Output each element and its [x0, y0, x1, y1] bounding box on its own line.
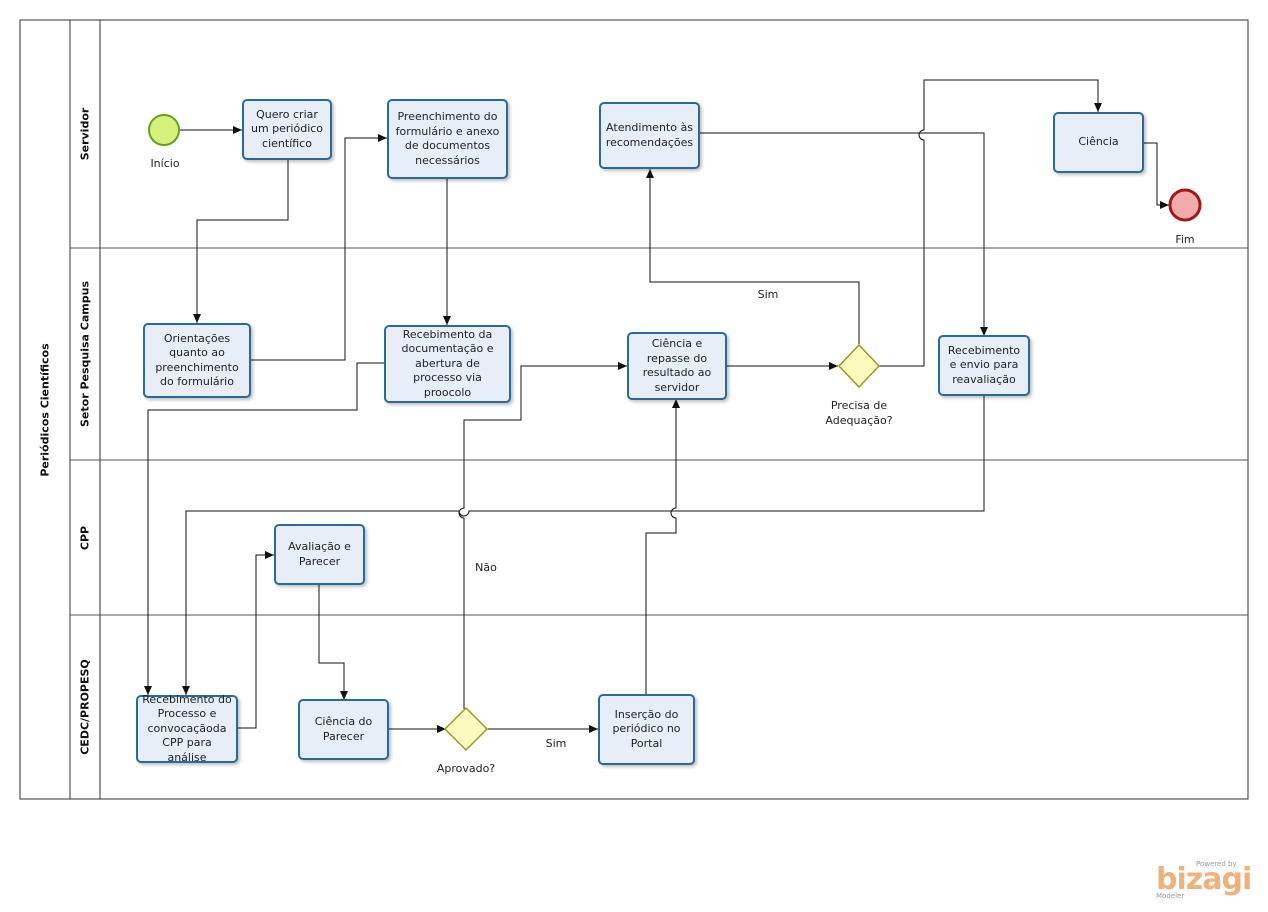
flow-recebimento-to-cedc [144, 362, 384, 695]
modeler-text: Modeler [1156, 892, 1185, 900]
flow-label-sim-aprovado: Sim [545, 737, 567, 750]
lane-title-cedc: CEDC/PROPESQ [78, 659, 92, 755]
flow-label-nao: Não [475, 561, 497, 574]
start-event [148, 114, 180, 146]
flow-orientacoes-to-preenchimento [251, 134, 387, 361]
bizagi-logo: Powered by bizagi Modeler [1156, 858, 1252, 904]
powered-by-text: Powered by [1196, 860, 1237, 868]
gateway-aprovado-label: Aprovado? [436, 762, 496, 775]
flow-quero-to-orientacoes [193, 160, 289, 323]
task-avaliacao-parecer[interactable]: Avaliação e Parecer [274, 524, 365, 585]
flow-precisa-sim-to-atendimento [646, 169, 860, 345]
task-recebimento-documentacao[interactable]: Recebimento da documentação e abertura d… [384, 325, 511, 403]
task-ciencia-final[interactable]: Ciência [1053, 112, 1144, 173]
task-preenchimento[interactable]: Preenchimento do formulário e anexo de d… [387, 99, 508, 179]
end-event-label: Fim [1175, 233, 1195, 246]
task-atendimento[interactable]: Atendimento às recomendações [599, 102, 700, 169]
start-event-label: Início [150, 157, 180, 170]
lane-title-cpp: CPP [78, 525, 92, 551]
flow-ciencia-to-end [1143, 142, 1169, 209]
flow-precisa-nao-to-ciencia [879, 79, 1102, 367]
task-ciencia-repasse[interactable]: Ciência e repasse do resultado ao servid… [627, 332, 727, 400]
bizagi-wordmark: bizagi [1156, 862, 1252, 897]
lane-title-servidor: Servidor [78, 107, 92, 161]
task-recebimento-processo[interactable]: Recebimento do Processo e convocaçãoda C… [136, 693, 238, 764]
task-orientacoes[interactable]: Orientações quanto ao preenchimento do f… [143, 323, 251, 398]
task-insercao-portal[interactable]: Inserção do periódico no Portal [598, 694, 695, 765]
task-ciencia-parecer[interactable]: Ciência do Parecer [298, 699, 389, 760]
pool-title: Periódicos Científicos [38, 343, 52, 477]
task-quero-criar[interactable]: Quero criar um periódico científico [242, 99, 332, 160]
gateway-aprovado [443, 706, 489, 752]
task-recebimento-envio[interactable]: Recebimento e envio para reavaliação [938, 335, 1030, 396]
flow-reavaliacao-to-cedc [182, 396, 985, 695]
lane-title-setor: Setor Pesquisa Campus [78, 280, 92, 428]
end-event [1168, 188, 1202, 222]
flow-atendimento-to-recebimento-envio [699, 132, 988, 336]
flow-cedc-to-avaliacao [238, 551, 274, 729]
flow-aprovado-nao-to-ciencia-repasse [458, 362, 627, 709]
flow-insercao-to-ciencia-repasse [645, 399, 680, 695]
flow-avaliacao-to-ciencia-parecer [318, 584, 348, 700]
gateway-precisa-label: Precisa de Adequação? [825, 399, 893, 427]
flow-label-sim-precisa: Sim [757, 288, 779, 301]
gateway-precisa-adequacao [837, 343, 881, 389]
